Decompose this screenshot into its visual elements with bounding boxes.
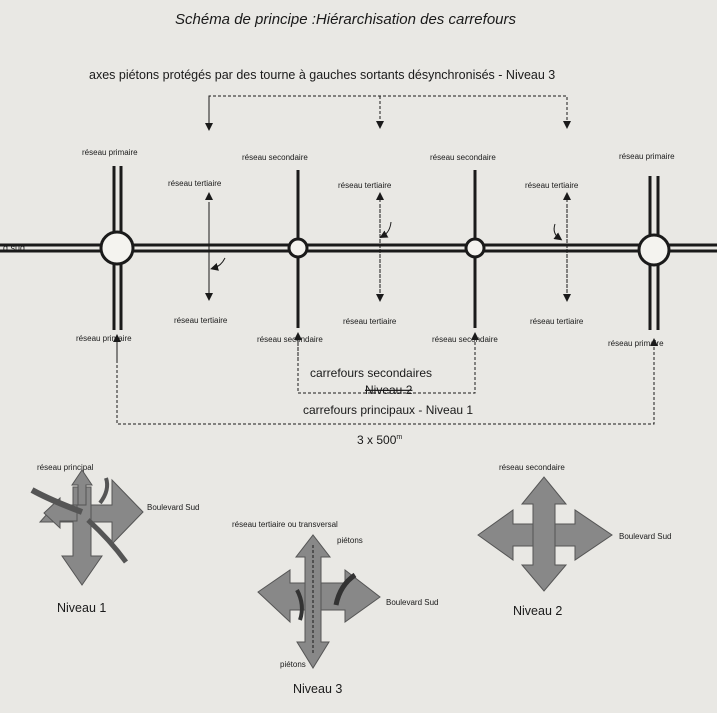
distance-value: 3 x 500 (357, 433, 397, 447)
label-tertiaire-top-1: réseau tertiaire (168, 179, 222, 188)
label-niveau-2: Niveau 2 (513, 604, 562, 618)
top-dashed-links (205, 95, 571, 131)
primary-road-right (637, 176, 671, 330)
label-primaire-bottom-left: réseau primaire (76, 334, 132, 343)
primary-road-left (99, 166, 135, 330)
label-carrefours-secondaires: carrefours secondaires (310, 366, 432, 380)
label-tertiaire-bottom-3: réseau tertiaire (530, 317, 584, 326)
label-reseau-tertiaire-transversal: réseau tertiaire ou transversal (232, 520, 338, 529)
roundabout-primary-right (637, 233, 671, 267)
label-boulevard-sud-n3: Boulevard Sud (386, 598, 438, 607)
label-secondaire-top-left: réseau secondaire (242, 153, 308, 162)
roundabout-secondary-right (464, 237, 486, 259)
label-secondaire-top-right: réseau secondaire (430, 153, 496, 162)
niveau-2-intersection (477, 476, 613, 592)
label-carrefours-principaux: carrefours principaux - Niveau 1 (303, 403, 473, 417)
tertiary-connectors (205, 192, 571, 302)
label-pietons-bottom: piétons (280, 660, 306, 669)
label-tertiaire-bottom-1: réseau tertiaire (174, 316, 228, 325)
label-primaire-top-right: réseau primaire (619, 152, 675, 161)
label-niveau-2-center: Niveau 2 (365, 383, 413, 397)
diagram-title: Schéma de principe :Hiérarchisation des … (175, 11, 516, 28)
label-tertiaire-top-3: réseau tertiaire (525, 181, 579, 190)
label-secondaire-bottom-right: réseau secondaire (432, 335, 498, 344)
niveau-1-intersection (30, 469, 144, 586)
label-tertiaire-bottom-2: réseau tertiaire (343, 317, 397, 326)
secondary-road-right (464, 170, 486, 328)
label-niveau-3: Niveau 3 (293, 682, 342, 696)
roundabout-primary-left (99, 230, 135, 266)
label-pietons-top: piétons (337, 536, 363, 545)
diagram-subtitle: axes piétons protégés par des tourne à g… (89, 68, 555, 82)
niveau-3-intersection (257, 534, 381, 669)
roundabout-secondary-left (287, 237, 309, 259)
label-reseau-secondaire-n2: réseau secondaire (499, 463, 565, 472)
bottom-dashed-spans (113, 332, 658, 425)
label-primaire-bottom-right: réseau primaire (608, 339, 664, 348)
label-niveau-1: Niveau 1 (57, 601, 106, 615)
label-secondaire-bottom-left: réseau secondaire (257, 335, 323, 344)
secondary-road-left (287, 170, 309, 328)
boulevard-label: d sud (3, 243, 25, 253)
label-reseau-principal: réseau principal (37, 463, 94, 472)
label-primaire-top-left: réseau primaire (82, 148, 138, 157)
label-distance: 3 x 500m (357, 433, 402, 447)
label-boulevard-sud-n2: Boulevard Sud (619, 532, 671, 541)
label-tertiaire-top-2: réseau tertiaire (338, 181, 392, 190)
label-boulevard-sud-n1: Boulevard Sud (147, 503, 199, 512)
distance-unit: m (396, 434, 402, 441)
